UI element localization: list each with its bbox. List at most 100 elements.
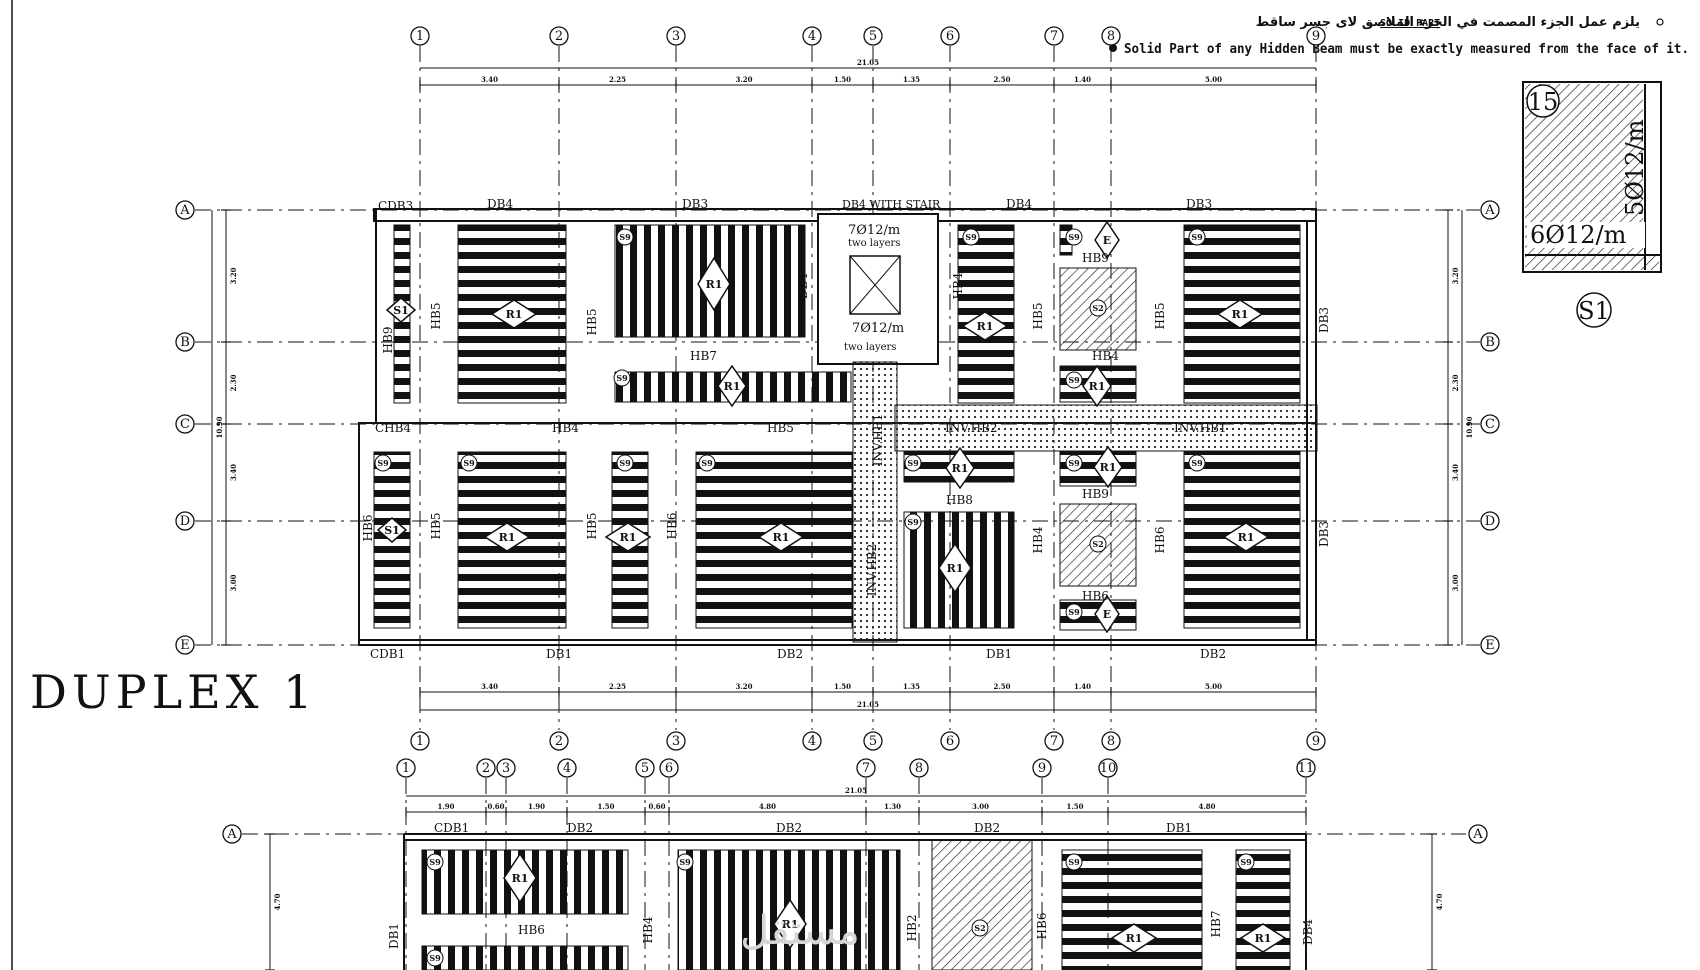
dimension-value: 1.40 [1074,682,1091,691]
grid-bubble [496,758,516,778]
rebar-detail: 15 6Ø12/m 5Ø12/m S1 [1522,81,1662,328]
slab-tag-label: E [1103,234,1111,247]
grid-bubble [666,731,686,751]
grid-bubble [940,26,960,46]
grid-bubble-label: 8 [1107,29,1115,44]
dimension-value: 2.50 [993,682,1010,691]
duplex1-title: DUPLEX 1 [30,665,317,719]
dimension-value: 3.20 [735,682,752,691]
slab-tag-circle [676,853,694,871]
slab-tag-diamond [1239,923,1287,953]
grid-bubble-label: 10 [1100,761,1117,776]
slab-tag-label: S9 [619,232,631,242]
beam-label: HB5 [429,513,443,540]
slab-tag-label: R1 [1126,932,1143,945]
grid-bubble-label: A [1484,203,1495,218]
stair-notes: 7Ø12/m two layers 7Ø12/m two layers [836,220,934,353]
slab-tag-label: R1 [512,872,529,885]
slab-panel-hstripes [1061,849,1203,970]
dimension-value: 3.40 [229,464,238,481]
beam-label: HB5 [767,421,794,435]
watermark: مستقل [740,908,860,954]
slab-tag-label: R1 [947,562,964,575]
beam-label: DB1 [546,647,572,661]
slab-tag-circle [698,454,716,472]
dimension-total: 10.90 [1465,416,1474,438]
grid-bubble [1032,758,1052,778]
slab-tag-diamond [1110,923,1158,953]
slab-tag-label: S2 [974,923,985,933]
slab-tag-diamond [490,299,538,329]
grid-bubble [175,635,195,655]
dimension-value: 3.20 [735,75,752,84]
beam-label: HB5 [1031,303,1045,330]
detail-strip [1525,256,1659,270]
grid-bubble-label: C [1485,417,1495,432]
slab-panel-hatched [931,839,1033,970]
beam-label: HB9 [1082,251,1109,265]
grid-bubble-label: 3 [672,29,680,44]
slab-tag-diamond [961,311,1009,341]
slab-tag-label: S9 [429,857,441,867]
grid-bubble-label: 4 [808,734,816,749]
beam-label: HB5 [1153,303,1167,330]
grid-bubble-label: 8 [915,761,923,776]
grid-bubble [175,414,195,434]
grid-bubble [476,758,496,778]
beam-label: DB2 [974,821,1000,835]
slab-tag-label: S9 [429,953,441,963]
grid-bubble [175,511,195,531]
slab-tag-circle [616,454,634,472]
slab-tag-label: S9 [1068,607,1080,617]
slab-tag-label: R1 [706,278,723,291]
beam-label: INV.HB2 [945,421,998,435]
slab-outline [403,833,1307,970]
beam-label: HB5 [585,513,599,540]
beam-label: INV.HB2 [865,544,879,597]
grid-bubble-label: 4 [808,29,816,44]
detail-rebar-vertical: 5Ø12/m [1621,119,1649,216]
beam-label: HB4 [641,916,655,943]
grid-bubble [549,26,569,46]
grid-bubble-label: 1 [402,761,410,776]
grid-bubble-label: 9 [1038,761,1046,776]
dimension-value: 1.50 [1066,802,1083,811]
grid-bubble-label: 3 [502,761,510,776]
slab-tag-diamond [1093,445,1123,489]
slab-tag-label: R1 [782,918,799,931]
beam-label: HB4 [1092,349,1119,363]
slab-tag-label: R1 [1100,461,1117,474]
grid-bubble-label: C [180,417,190,432]
grid-bubble-label: 6 [665,761,673,776]
grid-bubble-label: 7 [1050,29,1058,44]
slab-tag-diamond [483,522,531,552]
detail-label: S1 [1578,297,1610,325]
slab-tag-circle [1065,454,1083,472]
slab-tag-circle [904,513,922,531]
grid-bubble-label: B [1485,335,1495,350]
beam-label: CDB1 [370,647,405,661]
dimension-value: 2.30 [1451,374,1460,391]
inverted-beam-strip [894,404,1318,452]
slab-tag-label: S9 [377,458,389,468]
slab-tag-label: E [1103,608,1111,621]
grid-bubble [1480,635,1500,655]
grid-bubble [1306,731,1326,751]
beam-label: DB2 [1200,647,1226,661]
slab-tag-circle [1089,535,1107,553]
beam-label: INV.HB1 [871,414,885,467]
beam-label: DB2 [567,821,593,835]
grid-bubble-label: 9 [1312,734,1320,749]
slab-tag-label: R1 [499,531,516,544]
beam-label: HB6 [518,923,545,937]
note-bullet [1656,18,1664,26]
dimension-value: 3.00 [972,802,989,811]
dimension-value: 2.25 [609,682,626,691]
dimension-value: 3.00 [229,574,238,591]
beam-label: DB3 [1317,521,1331,547]
grid-bubble-label: A [1472,827,1483,842]
dimension-value: 1.30 [884,802,901,811]
grid-bubble [1306,26,1326,46]
grid-bubble-label: 9 [1312,29,1320,44]
